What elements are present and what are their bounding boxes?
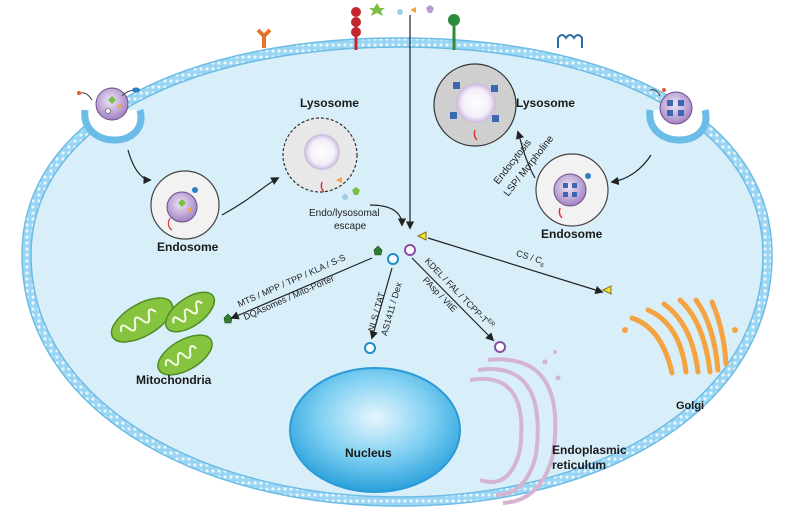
nucleus-shape: [289, 342, 461, 493]
nucleus-label: Nucleus: [345, 446, 392, 460]
golgi-label: Golgi: [676, 400, 705, 412]
lysosome-left: [282, 117, 360, 200]
right-membrane-pocket: [646, 88, 710, 144]
golgi-shape: [601, 285, 738, 376]
left-membrane-pocket: [77, 87, 145, 144]
lysosome-left-label: Lysosome: [300, 96, 359, 110]
er-label-line1: Endoplasmic: [552, 443, 627, 457]
escape-label-line1: Endo/lysosomal: [309, 208, 380, 219]
endosome-right: [535, 153, 609, 227]
escape-label-line2: escape: [334, 221, 367, 232]
endosome-left-label: Endosome: [157, 240, 219, 254]
mitochondria-group: [110, 291, 233, 376]
er-label-line2: reticulum: [552, 458, 607, 472]
mitochondria-label: Mitochondria: [136, 373, 212, 387]
lysosome-right: [433, 63, 517, 147]
pathway-arrows: [127, 15, 652, 342]
endosome-left: [150, 170, 220, 240]
route-hub: [373, 231, 427, 265]
lysosome-right-label: Lysosome: [516, 96, 575, 110]
er-shape: [469, 341, 561, 505]
membrane-receptors: [256, 3, 583, 50]
endosome-right-label: Endosome: [541, 227, 603, 241]
